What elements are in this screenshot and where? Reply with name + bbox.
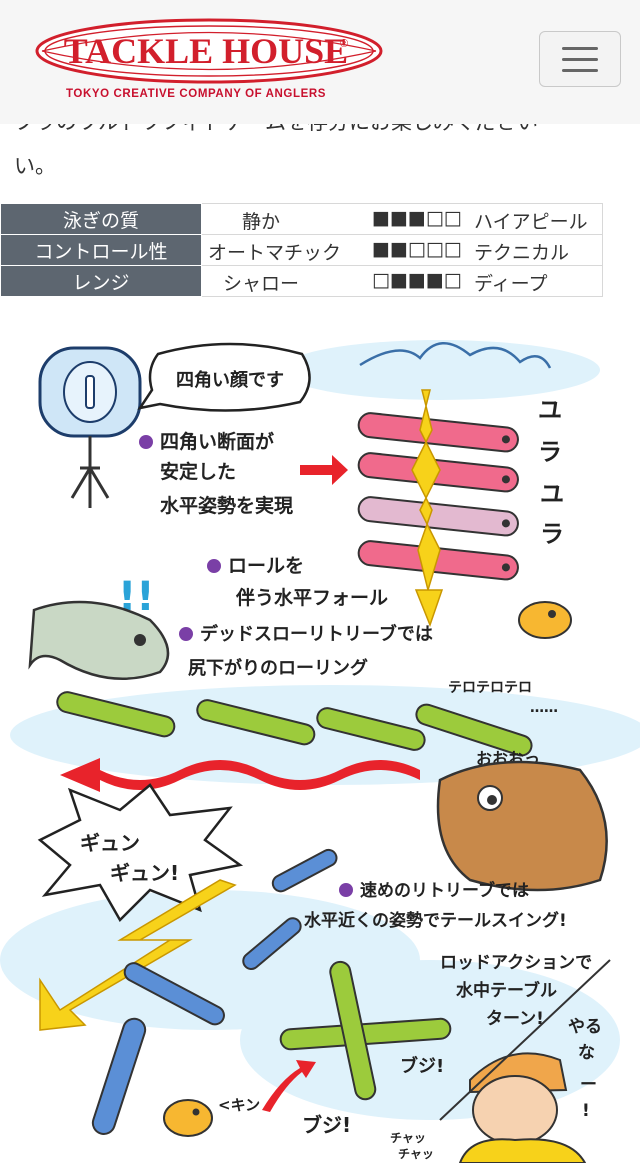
svg-text:尻下がりのローリング: 尻下がりのローリング (188, 657, 368, 679)
svg-text:水平近くの姿勢でテールスイング!: 水平近くの姿勢でテールスイング! (304, 910, 567, 931)
small-yellow-fish (518, 601, 572, 639)
splash-drawing (359, 341, 552, 369)
menu-button[interactable] (539, 31, 621, 87)
svg-text:ターン!: ターン! (486, 1009, 544, 1029)
lure-face-drawing (38, 346, 142, 508)
feature-note-5: ロッドアクションで 水中テーブル ターン! (440, 953, 592, 1029)
spec-value: シャロー □■■■□ ディープ (201, 265, 603, 297)
tero-text: テロテロテロ (448, 680, 532, 696)
svg-text:ユ: ユ (538, 396, 562, 424)
svg-text:ロールを: ロールを (228, 555, 304, 577)
green-lures (56, 691, 533, 757)
logo-text: TACKLE HOUSE (64, 31, 348, 71)
intro-line-2: い。 (14, 154, 56, 178)
hamburger-icon-bar (562, 69, 598, 72)
spec-max: ハイアピール (474, 211, 588, 233)
chaccha-text: チャッ チャッ (390, 1131, 434, 1161)
svg-text:ラ: ラ (538, 438, 562, 466)
spec-min: シャロー (222, 273, 299, 295)
svg-text:!: ! (582, 1101, 590, 1121)
red-arrow-right (300, 455, 348, 485)
spec-row-control: コントロール性 オートマチック ■■□□□ テクニカル (0, 234, 603, 266)
spec-label: レンジ (0, 265, 202, 297)
svg-text:四角い顔です: 四角い顔です (176, 369, 284, 391)
yarune-text: やる な ー ! (568, 1017, 602, 1121)
svg-text:水平姿勢を実現: 水平姿勢を実現 (160, 494, 293, 517)
buji-text-2: ブジ! (302, 1113, 351, 1137)
svg-text:ロッドアクションで: ロッドアクションで (440, 953, 592, 973)
feature-note-2: ロールを 伴う水平フォール (207, 555, 388, 609)
svg-text:安定した: 安定した (160, 460, 236, 483)
angler-drawing (439, 959, 611, 1163)
red-curve-arrow (262, 1060, 316, 1112)
speech-bubble: 四角い顔です (137, 342, 311, 412)
svg-text:ユ: ユ (540, 480, 564, 508)
hamburger-icon-bar (562, 58, 598, 61)
spec-max: テクニカル (474, 242, 570, 264)
bass-fish-drawing (28, 600, 170, 680)
dots-text: …… (530, 700, 558, 716)
spec-label: コントロール性 (0, 234, 202, 266)
spec-row-swim: 泳ぎの質 静か ■■■□□ ハイアピール (0, 203, 603, 235)
site-header: TACKLE HOUSE ® TOKYO CREATIVE COMPANY OF… (0, 0, 640, 124)
svg-text:ー: ー (580, 1075, 597, 1095)
spec-rating: ■■■□□ (372, 207, 462, 229)
spec-min: オートマチック (208, 242, 342, 264)
svg-text:水中テーブル: 水中テーブル (456, 980, 557, 1001)
gyun-burst: ギュン ギュン! (37, 783, 244, 923)
svg-text:チャッ: チャッ (390, 1131, 426, 1145)
svg-text:ギュン: ギュン (80, 831, 140, 855)
svg-text:伴う水平フォール: 伴う水平フォール (235, 586, 388, 609)
spec-value: 静か ■■■□□ ハイアピール (201, 203, 603, 235)
water-wash (0, 340, 640, 1120)
crossed-lures (279, 960, 452, 1101)
svg-text:な: な (578, 1043, 595, 1063)
feature-note-3: デッドスローリトリーブでは 尻下がりのローリング (179, 623, 433, 679)
svg-text:デッドスローリトリーブでは: デッドスローリトリーブでは (200, 623, 433, 645)
yellow-lightning-arrow (39, 879, 237, 1031)
svg-text:やる: やる (568, 1017, 602, 1037)
blue-lures (91, 848, 338, 1135)
spec-row-range: レンジ シャロー □■■■□ ディープ (0, 265, 603, 297)
feature-note-1: 四角い断面が 安定した 水平姿勢を実現 (139, 430, 293, 517)
svg-text:速めのリトリーブでは: 速めのリトリーブでは (360, 880, 529, 901)
spec-table: 泳ぎの質 静か ■■■□□ ハイアピール コントロール性 オートマチック ■■□… (0, 203, 603, 297)
tackle-house-logo[interactable]: TACKLE HOUSE ® (34, 18, 384, 84)
svg-text:四角い断面が: 四角い断面が (160, 430, 274, 453)
lure-action-illustration: 四角い顔です 四角い断面が 安定した 水平姿勢を実現 ユ ラ ユ ラ ロールを … (0, 340, 640, 1163)
small-puffer-fish (163, 1099, 213, 1137)
svg-text:ラ: ラ (540, 520, 564, 548)
spec-label: 泳ぎの質 (0, 203, 202, 235)
spec-rating: □■■■□ (372, 269, 462, 291)
hamburger-icon (562, 47, 598, 50)
spec-max: ディープ (474, 273, 548, 295)
spec-min: 静か (241, 211, 280, 233)
yellow-zigzag-arrow (411, 389, 444, 628)
svg-text:チャッ: チャッ (398, 1147, 434, 1161)
kyun-text: <キン (218, 1096, 260, 1114)
logo-tagline: TOKYO CREATIVE COMPANY OF ANGLERS (66, 88, 327, 100)
big-fish-drawing (436, 760, 608, 892)
feature-note-4: 速めのリトリーブでは 水平近くの姿勢でテールスイング! (304, 880, 567, 931)
registered-mark: ® (340, 38, 348, 50)
spec-value: オートマチック ■■□□□ テクニカル (201, 234, 603, 266)
svg-text:ギュン!: ギュン! (110, 861, 179, 885)
spec-rating: ■■□□□ (372, 238, 462, 260)
yura-text: ユ ラ ユ ラ (538, 396, 564, 548)
buji-text-1: ブジ! (400, 1055, 444, 1077)
